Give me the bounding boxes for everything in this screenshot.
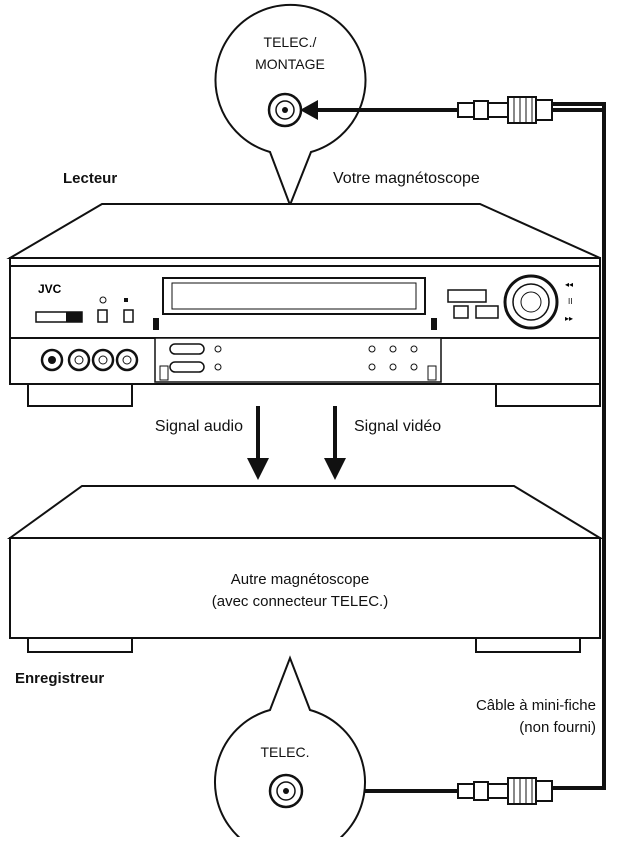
stop-button	[453, 305, 469, 319]
play-button	[475, 305, 499, 319]
rewind-icon: ◂◂	[565, 280, 573, 289]
top-callout: TELEC./ MONTAGE	[214, 3, 367, 208]
audio-signal-arrow	[247, 406, 269, 480]
top-jack-icon	[267, 92, 303, 128]
video-signal-arrow	[324, 406, 346, 480]
video-signal-label: Signal vidéo	[354, 418, 441, 435]
cable-note: (non fourni)	[519, 719, 596, 736]
fast-forward-icon: ▸▸	[565, 314, 573, 323]
top-connector-label-1: TELEC./	[264, 34, 317, 50]
bottom-jack-icon	[268, 773, 304, 809]
jog-shuttle-dial	[503, 274, 559, 330]
recorder-role-label: Enregistreur	[15, 670, 104, 687]
front-av-jacks	[40, 348, 139, 372]
display-window	[447, 289, 487, 303]
cable-name: Câble à mini-fiche	[476, 697, 596, 714]
recorder-connector-note: (avec connecteur TELEC.)	[212, 593, 388, 610]
player-caption: Votre magnétoscope	[333, 170, 480, 187]
player-role-label: Lecteur	[63, 170, 117, 187]
bottom-callout: TELEC.	[214, 655, 366, 841]
recorder-name: Autre magnétoscope	[231, 571, 369, 588]
pause-icon: II	[568, 297, 572, 306]
brand-logo: JVC	[38, 282, 62, 296]
bottom-connector-label: TELEC.	[260, 744, 309, 760]
audio-signal-label: Signal audio	[155, 418, 243, 435]
timer-button	[97, 309, 108, 323]
recorder-vcr-illustration	[6, 485, 604, 653]
top-connector-label-2: MONTAGE	[255, 56, 325, 72]
top-plug-icon	[300, 96, 604, 124]
player-vcr-illustration: JVC ◂◂ II ▸▸	[6, 203, 601, 407]
rec-button	[123, 309, 134, 323]
